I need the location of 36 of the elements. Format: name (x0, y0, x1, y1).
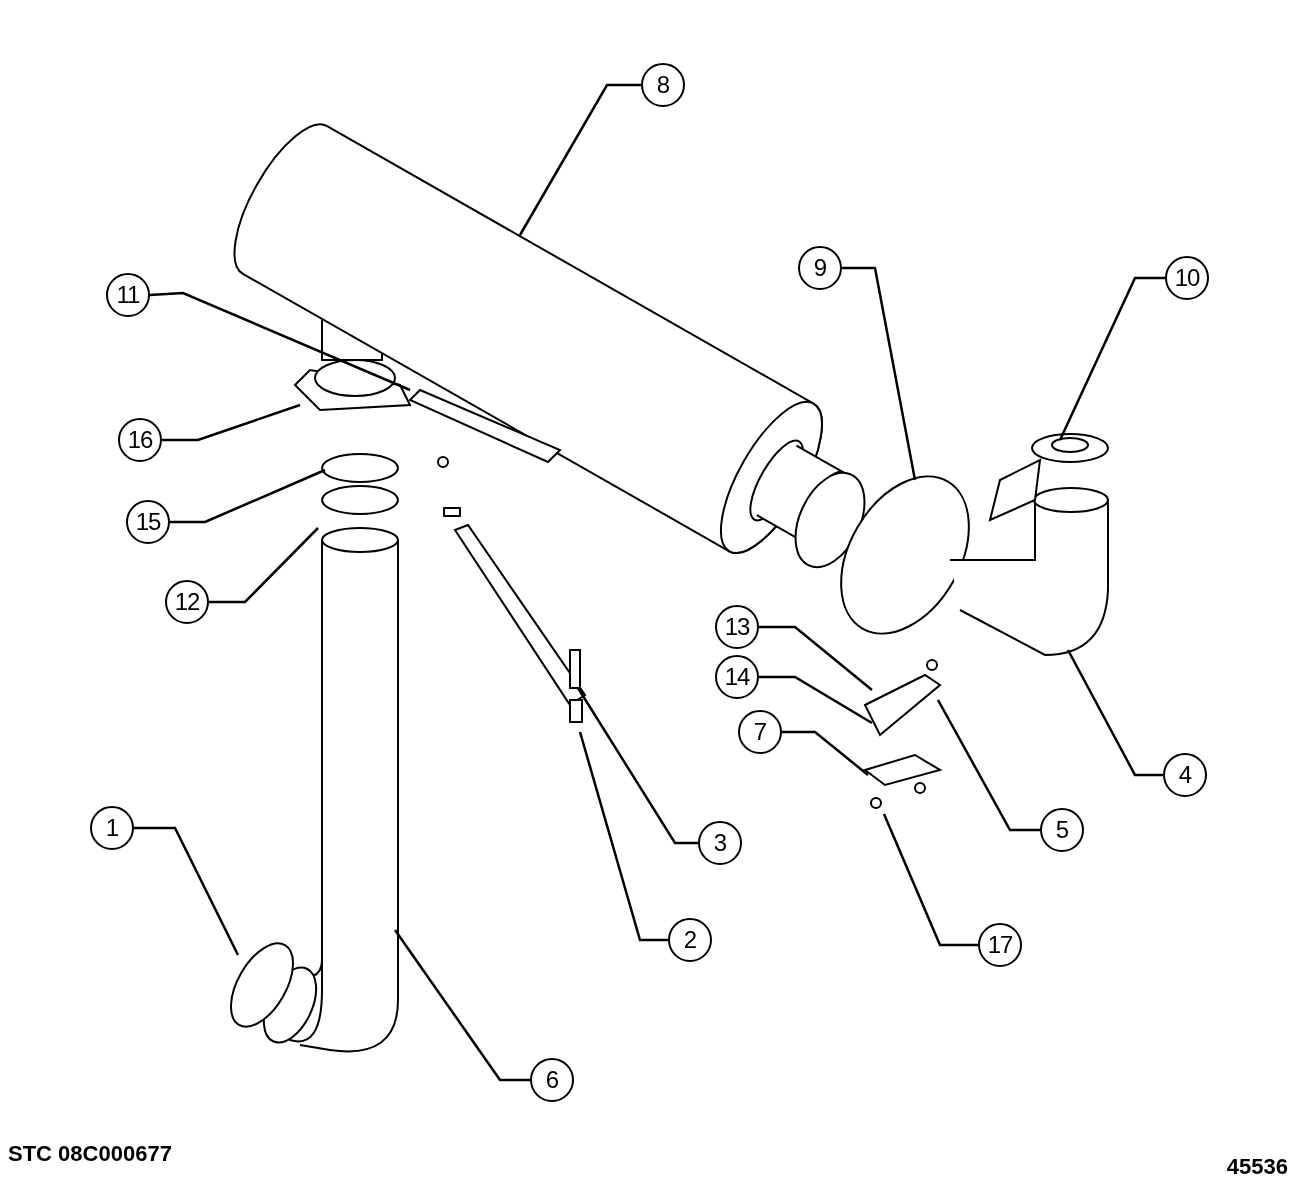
callout-number: 8 (641, 63, 685, 107)
leader-line (170, 468, 326, 524)
leader-line (936, 699, 1040, 832)
callout-number: 1 (90, 806, 134, 850)
leader-line (1066, 649, 1163, 777)
callout-number: 5 (1040, 808, 1084, 852)
leader-line (782, 730, 869, 776)
leader-line (578, 731, 668, 942)
leader-line (518, 83, 641, 236)
callout-number: 3 (698, 821, 742, 865)
callout-number: 15 (126, 500, 170, 544)
callout-number: 16 (118, 418, 162, 462)
leader-line (842, 266, 917, 481)
callout-number: 11 (106, 273, 150, 317)
leader-line (134, 826, 240, 956)
leader-line (759, 625, 873, 691)
callout-number: 13 (715, 605, 759, 649)
leader-line (393, 929, 530, 1082)
leader-line (1058, 276, 1165, 441)
callout-number: 2 (668, 918, 712, 962)
callout-number: 17 (978, 923, 1022, 967)
leader-line (149, 291, 411, 392)
drawing-number: 45536 (1226, 1154, 1288, 1180)
callout-number: 9 (798, 246, 842, 290)
callout-number: 10 (1165, 256, 1209, 300)
callout-number: 6 (530, 1058, 574, 1102)
callout-number: 7 (738, 710, 782, 754)
callout-number: 14 (715, 655, 759, 699)
leader-line (209, 527, 319, 604)
leader-line (162, 403, 301, 442)
callout-number: 4 (1163, 753, 1207, 797)
leader-line (882, 813, 978, 947)
callout-number: 12 (165, 580, 209, 624)
drawing-number: STC 08C000677 (8, 1141, 172, 1167)
leader-line (759, 675, 873, 725)
leader-line (576, 687, 698, 845)
